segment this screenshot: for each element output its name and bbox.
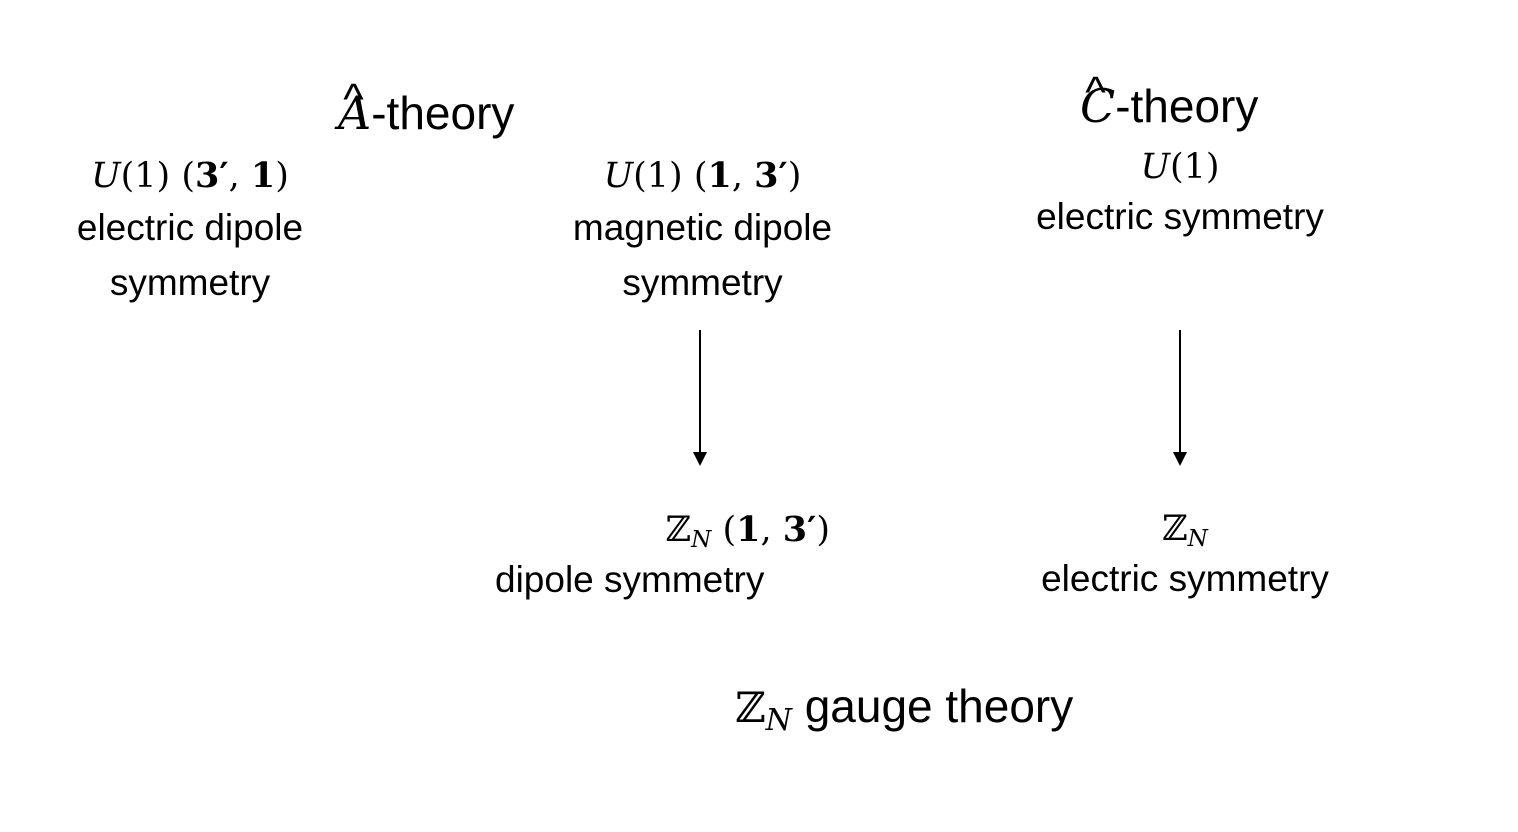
c-electric-group: U(1) xyxy=(1140,147,1220,187)
a-theory-title: A^-theory xyxy=(338,74,515,140)
arrow-magnetic-to-zn xyxy=(693,330,707,466)
electric-dipole-label-1: electric dipole xyxy=(76,207,304,248)
zn-dipole-label: dipole symmetry xyxy=(495,559,765,600)
electric-dipole-node: U(1) (3′, 1) electric dipole symmetry xyxy=(40,158,340,310)
c-theory-suffix: -theory xyxy=(1115,80,1259,132)
electric-dipole-label-2: symmetry xyxy=(109,262,271,303)
zn-dipole-group: ℤN (1, 3′) xyxy=(665,509,830,554)
zn-electric-node: ℤN electric symmetry xyxy=(1005,512,1365,606)
electric-dipole-group: U(1) (3′, 1) xyxy=(91,155,289,196)
zn-dipole-node: ℤN (1, 3′) dipole symmetry xyxy=(495,512,830,607)
a-theory-suffix: -theory xyxy=(371,87,515,139)
magnetic-dipole-group: U(1) (1, 3′) xyxy=(603,155,802,196)
arrow-electric-to-zn xyxy=(1173,330,1187,466)
a-hat-symbol: A^ xyxy=(338,74,372,140)
c-electric-node: U(1) electric symmetry xyxy=(1000,150,1360,244)
magnetic-dipole-label-1: magnetic dipole xyxy=(572,207,833,248)
c-hat-symbol: C^ xyxy=(1080,67,1116,133)
c-electric-label: electric symmetry xyxy=(1036,196,1324,237)
zn-electric-group: ℤN xyxy=(1162,509,1208,553)
zn-gauge-theory-title: ℤN gauge theory xyxy=(735,680,1074,739)
magnetic-dipole-node: U(1) (1, 3′) magnetic dipole symmetry xyxy=(540,158,865,310)
zn-electric-label: electric symmetry xyxy=(1041,558,1329,599)
c-theory-title: C^-theory xyxy=(1080,67,1259,133)
magnetic-dipole-label-2: symmetry xyxy=(622,262,783,303)
